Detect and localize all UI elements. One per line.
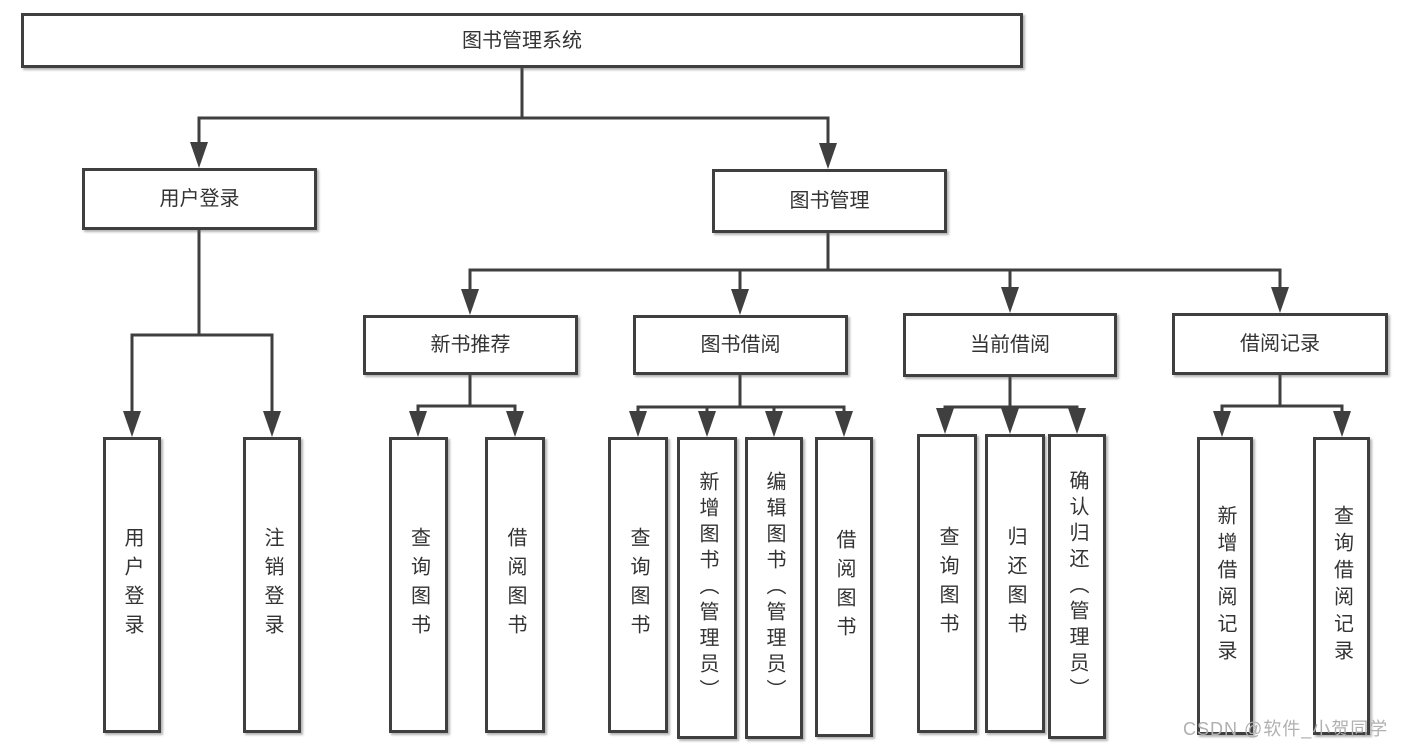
tree-edges (130, 66, 1344, 415)
leaf-confirm-return-admin: 确认归还（管理员） (1048, 434, 1106, 739)
arrow-down-icon (1213, 411, 1231, 437)
edge-userlogin-to-leaves (130, 228, 274, 415)
arrow-down-icon (190, 142, 208, 168)
edge-bookmgmt-to-level3 (468, 231, 1282, 293)
edge-borrowrecords-to-leaves (1220, 373, 1344, 415)
leaf-add-borrow-record: 新增借阅记录 (1197, 437, 1253, 735)
arrow-down-icon (1068, 408, 1086, 434)
arrow-down-icon (731, 289, 749, 315)
arrow-down-icon (506, 411, 524, 437)
arrow-down-icon (1001, 408, 1019, 434)
node-borrow-records: 借阅记录 (1172, 313, 1388, 375)
arrow-down-icon (936, 408, 954, 434)
arrow-down-icon (263, 411, 281, 437)
leaf-add-book-admin: 新增图书（管理员） (677, 437, 737, 739)
node-library-system: 图书管理系统 (21, 13, 1023, 68)
arrow-down-icon (819, 143, 837, 169)
leaf-query-borrow-record: 查询借阅记录 (1313, 437, 1370, 735)
leaf-logout: 注销登录 (243, 437, 301, 733)
arrow-down-icon (1001, 287, 1019, 313)
arrow-down-icon (698, 411, 716, 437)
leaf-return-book: 归还图书 (985, 434, 1045, 733)
leaf-borrow-books-2: 借阅图书 (815, 437, 873, 737)
arrow-down-icon (835, 411, 853, 437)
edge-currentborrow-to-leaves (943, 375, 1079, 412)
node-book-management: 图书管理 (712, 169, 947, 233)
arrow-down-icon (765, 411, 783, 437)
csdn-watermark: CSDN @软件_小贺同学 (1183, 719, 1389, 739)
leaf-edit-book-admin: 编辑图书（管理员） (745, 437, 803, 739)
edge-root-to-level2 (197, 66, 830, 149)
arrow-down-icon (1333, 411, 1351, 437)
leaf-borrow-books-1: 借阅图书 (485, 437, 545, 733)
node-current-borrow: 当前借阅 (903, 313, 1117, 377)
arrow-down-icon (409, 411, 427, 437)
arrow-down-icon (123, 411, 141, 437)
leaf-query-books-2: 查询图书 (608, 437, 668, 733)
arrow-down-icon (461, 289, 479, 315)
leaf-user-login: 用户登录 (103, 437, 161, 733)
arrow-down-icon (629, 411, 647, 437)
node-user-login: 用户登录 (82, 168, 317, 230)
leaf-query-books-3: 查询图书 (917, 434, 977, 733)
node-book-borrow: 图书借阅 (633, 315, 848, 375)
arrow-down-icon (1271, 287, 1289, 313)
node-new-book-recommend: 新书推荐 (363, 315, 578, 375)
arrowheads (123, 142, 1351, 437)
leaf-query-books-1: 查询图书 (389, 437, 448, 733)
edge-bookborrow-to-leaves (636, 373, 846, 415)
edge-newbookrec-to-leaves (416, 373, 517, 415)
